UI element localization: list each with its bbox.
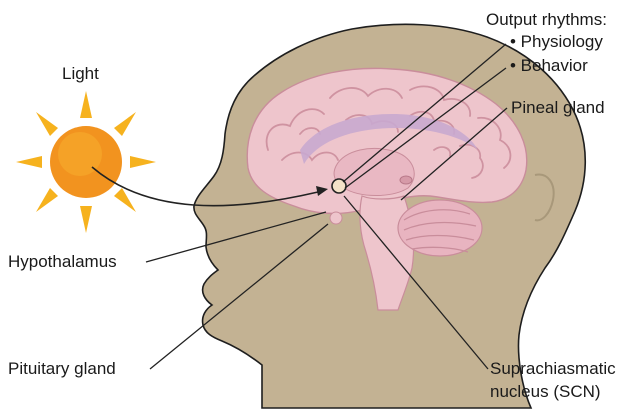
cerebellum <box>398 200 482 256</box>
sun-icon <box>16 91 156 233</box>
label-pineal-gland: Pineal gland <box>511 98 605 117</box>
label-light: Light <box>62 64 99 83</box>
label-scn-line1: Suprachiasmatic <box>490 359 616 378</box>
pineal-gland <box>400 176 412 184</box>
label-hypothalamus: Hypothalamus <box>8 252 117 271</box>
pituitary-gland <box>330 212 342 224</box>
label-physiology: • Physiology <box>510 32 603 51</box>
label-behavior: • Behavior <box>510 56 588 75</box>
label-pituitary-gland: Pituitary gland <box>8 359 116 378</box>
label-scn-line2: nucleus (SCN) <box>490 382 601 401</box>
label-output-rhythms: Output rhythms: <box>486 10 607 29</box>
